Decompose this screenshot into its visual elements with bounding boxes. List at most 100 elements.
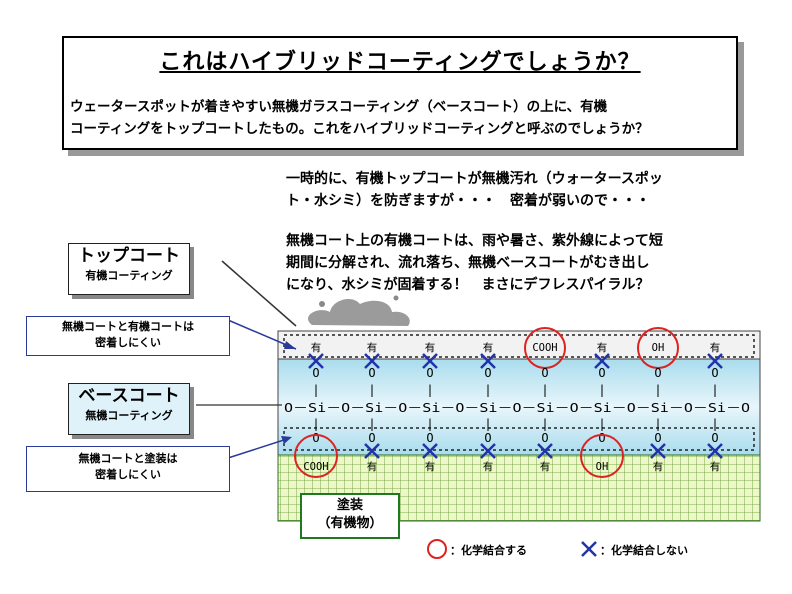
bottom-bond-cross (480, 443, 496, 459)
bottom-group-label: COOH (303, 461, 328, 473)
bottom-bond-circle (580, 434, 624, 478)
bottom-group-label: 有 (425, 460, 436, 473)
water-splash-shape (308, 298, 410, 326)
top-interface-dotted-box (283, 334, 755, 358)
top-group-label: 有 (710, 341, 721, 354)
upper-bond-line: | (711, 383, 718, 397)
top-bond-cross (308, 353, 324, 369)
upper-oxygen-label: O (654, 366, 661, 380)
bottom-group-label: 有 (483, 460, 494, 473)
top-group-label: 有 (311, 341, 322, 354)
legend-cross-text: ：化学結合しない (600, 544, 688, 557)
bottom-bond-circle (294, 434, 338, 478)
lower-bond-line: | (312, 417, 319, 431)
bottom-bond-cross (422, 443, 438, 459)
basecoat-label-title: ベースコート (78, 386, 180, 406)
basecoat-layer (277, 358, 761, 456)
paragraph-1: 一時的に、有機トップコートが無機汚れ（ウォータースポッ ト・水シミ）を防ぎますが… (286, 168, 756, 212)
upper-bond-line: | (541, 383, 548, 397)
bottom-bond-cross (364, 443, 380, 459)
top-bond-cross (364, 353, 380, 369)
water-drop-shape (393, 295, 399, 301)
lower-bond-line: | (426, 417, 433, 431)
siloxane-chain: O－Si－O－Si－O－Si－O－Si－O－Si－O－Si－O－Si－O－Si－… (284, 401, 750, 415)
upper-bond-line: | (368, 383, 375, 397)
water-drop-shape (319, 301, 325, 307)
legend-circle-shape (427, 539, 447, 559)
lower-bond-line: | (484, 417, 491, 431)
lower-oxygen-label: O (541, 431, 548, 445)
paragraph-2-line-3: になり、水シミが固着する！ まさにデフレスパイラル？ (286, 277, 650, 293)
bottom-bond-cross (537, 443, 553, 459)
lower-oxygen-label: O (711, 431, 718, 445)
note-top: 無機コートと有機コートは 密着しにくい (26, 316, 230, 356)
upper-oxygen-label: O (368, 366, 375, 380)
title-box: これはハイブリッドコーティングでしょうか？ ウェータースポットが着きやすい無機ガ… (62, 36, 738, 150)
intro-line-1: ウェータースポットが着きやすい無機ガラスコーティング（ベースコート）の上に、有機 (70, 99, 608, 115)
top-bond-circle (637, 327, 679, 369)
intro-line-2: コーティングをトップコートしたもの。これをハイブリッドコーティングと呼ぶのでしょ… (70, 121, 649, 137)
paint-label: 塗装 （有機物） (300, 493, 400, 539)
upper-bond-line: | (484, 383, 491, 397)
upper-oxygen-label: O (484, 366, 491, 380)
bottom-group-label: 有 (540, 460, 551, 473)
topcoat-label-title: トップコート (78, 246, 180, 266)
lower-bond-line: | (598, 417, 605, 431)
molecule-group: 有O||OCOOH有O||O有有O||O有有O||O有COOHO||O有有O||… (284, 327, 750, 478)
upper-oxygen-label: O (541, 366, 548, 380)
upper-oxygen-label: O (312, 366, 319, 380)
lower-oxygen-label: O (654, 431, 661, 445)
bottom-group-label: OH (596, 461, 609, 473)
paragraph-1-line-2: ト・水シミ）を防ぎますが・・・ 密着が弱いので・・・ (286, 193, 650, 209)
basecoat-label: ベースコート 無機コーティング (68, 383, 190, 435)
topcoat-connector (221, 260, 297, 327)
intro-text: ウェータースポットが着きやすい無機ガラスコーティング（ベースコート）の上に、有機… (70, 96, 730, 140)
note-bottom: 無機コートと塗装は 密着しにくい (26, 446, 230, 492)
paragraph-1-line-1: 一時的に、有機トップコートが無機汚れ（ウォータースポッ (286, 171, 663, 187)
basecoat-label-sub: 無機コーティング (85, 409, 173, 422)
top-bond-cross (707, 353, 723, 369)
lower-oxygen-label: O (426, 431, 433, 445)
note-bottom-line-1: 無機コートと塗装は (78, 452, 178, 465)
bottom-group-label: 有 (710, 460, 721, 473)
topcoat-label: トップコート 有機コーティング (68, 243, 190, 295)
paragraph-2-line-1: 無機コート上の有機コートは、雨や暑さ、紫外線によって短 (286, 233, 663, 249)
top-group-label: 有 (367, 341, 378, 354)
bottom-group-label: 有 (653, 460, 664, 473)
upper-bond-line: | (312, 383, 319, 397)
note-top-arrowhead (284, 341, 296, 349)
lower-bond-line: | (654, 417, 661, 431)
page-title: これはハイブリッドコーティングでしょうか？ (159, 50, 641, 75)
note-top-line-1: 無機コートと有機コートは (62, 320, 194, 333)
top-group-label: 有 (425, 341, 436, 354)
top-bond-circle (524, 327, 566, 369)
top-bond-cross (594, 353, 610, 369)
upper-bond-line: | (426, 383, 433, 397)
lower-bond-line: | (368, 417, 375, 431)
note-bottom-line-2: 密着しにくい (95, 468, 161, 481)
paint-label-line-2: （有機物） (317, 516, 383, 531)
top-group-label: 有 (597, 341, 608, 354)
lower-oxygen-label: O (312, 431, 319, 445)
top-group-label: OH (652, 342, 665, 354)
paragraph-2: 無機コート上の有機コートは、雨や暑さ、紫外線によって短 期間に分解され、流れ落ち… (286, 230, 756, 296)
note-top-arrow (227, 319, 297, 350)
bottom-bond-cross (707, 443, 723, 459)
upper-bond-line: | (598, 383, 605, 397)
lower-bond-line: | (711, 417, 718, 431)
note-bottom-arrow (227, 437, 291, 459)
bottom-group-label: 有 (367, 460, 378, 473)
upper-bond-line: | (654, 383, 661, 397)
bottom-bond-cross (650, 443, 666, 459)
note-bottom-arrowhead (281, 436, 292, 444)
lower-oxygen-label: O (598, 431, 605, 445)
top-bond-cross (480, 353, 496, 369)
lower-oxygen-label: O (484, 431, 491, 445)
paragraph-2-line-2: 期間に分解され、流れ落ち、無機ベースコートがむき出し (286, 255, 650, 271)
lower-oxygen-label: O (368, 431, 375, 445)
upper-oxygen-label: O (711, 366, 718, 380)
top-group-label: 有 (483, 341, 494, 354)
top-bond-cross (422, 353, 438, 369)
upper-oxygen-label: O (426, 366, 433, 380)
legend-circle-text: ：化学結合する (450, 544, 527, 557)
